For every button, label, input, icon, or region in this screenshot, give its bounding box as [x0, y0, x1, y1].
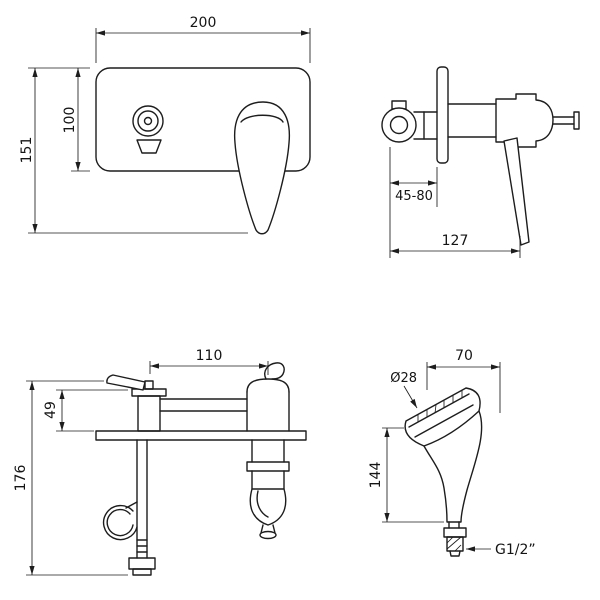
valve-body-front	[447, 93, 580, 148]
shower-holder-hook	[102, 501, 138, 541]
dim-label-plate-height: 100	[62, 107, 78, 134]
aerator	[136, 139, 162, 154]
inlet-valve	[381, 100, 417, 143]
dim-label-width: 200	[190, 15, 217, 31]
dim-label-deck-overall-height: 176	[13, 465, 29, 492]
mixer-body-below-deck	[246, 439, 290, 540]
front-view: 200 100 151	[19, 15, 311, 235]
deck-view: 110 49 176	[13, 348, 307, 576]
spout-outlet	[132, 105, 164, 154]
thread-connector	[443, 521, 467, 557]
lever-blade	[503, 137, 530, 246]
pin	[573, 111, 580, 130]
wall-plate-outline	[95, 67, 311, 172]
dim-label-spout-reach: 110	[196, 348, 223, 364]
dim-label-head-width: 70	[455, 348, 473, 364]
mounting-deck	[95, 430, 307, 441]
left-valve	[106, 374, 167, 432]
dim-label-thread: G1/2”	[495, 542, 536, 558]
cartridge-bonnet	[495, 93, 554, 148]
outlet-bulb	[249, 488, 287, 526]
dim-label-spout-height: 49	[43, 401, 59, 419]
dim-label-wall-depth: 45-80	[395, 189, 433, 204]
side-view: 45-80 127	[381, 66, 580, 258]
wall-plate-side	[436, 66, 449, 164]
mixer-handle	[233, 101, 291, 235]
in-wall-body	[413, 111, 438, 140]
spout-pipe	[159, 398, 248, 412]
fixing-nut	[128, 557, 156, 570]
fixing-rod	[128, 439, 156, 576]
handshower-head-detail	[408, 390, 480, 447]
side-view-extension-lines	[389, 147, 521, 258]
leader-head-diameter	[403, 385, 418, 409]
dim-label-overall-height: 151	[19, 137, 35, 164]
dim-label-overall-depth: 127	[442, 233, 469, 249]
dim-label-body-length: 144	[368, 462, 384, 489]
dim-label-head-diameter: Ø28	[390, 371, 417, 386]
small-lever	[106, 374, 146, 391]
shower-view: 70 Ø28 144 G1/2”	[368, 348, 536, 558]
